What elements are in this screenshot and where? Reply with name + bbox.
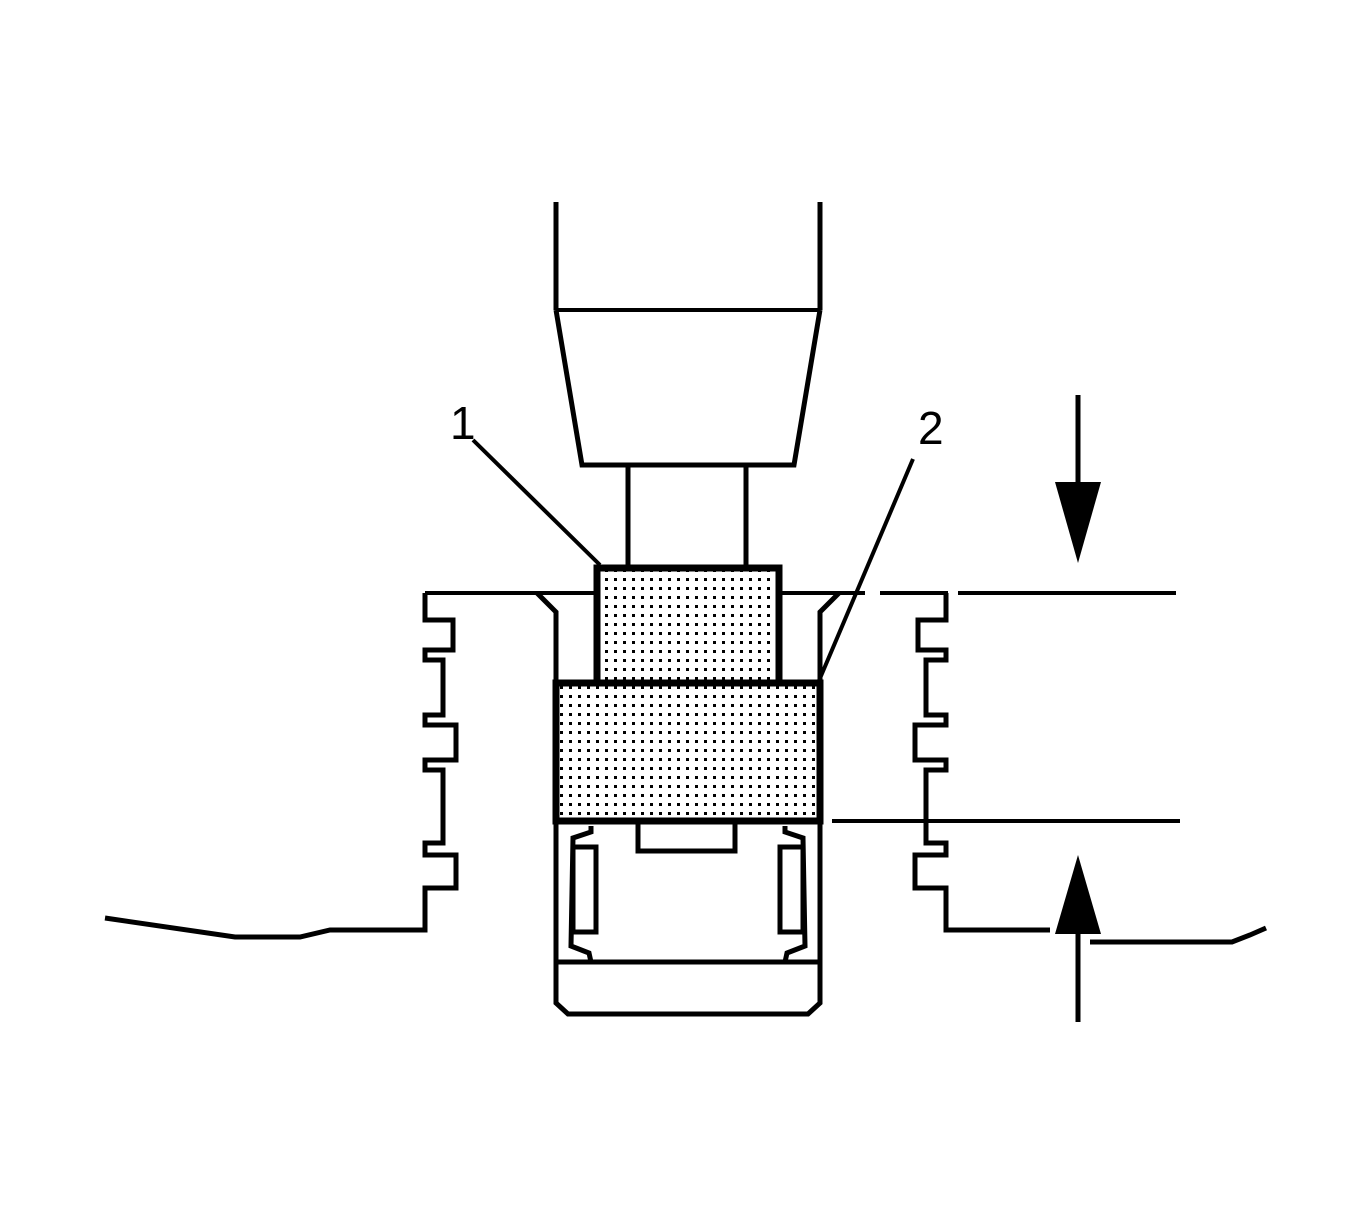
installer-lower-block (552, 679, 824, 825)
press-ram (553, 202, 823, 468)
callout-label-1: 1 (450, 397, 476, 449)
callout-label-2: 2 (918, 402, 944, 454)
bearing-assembly (556, 821, 820, 965)
installer-upper-block (593, 564, 783, 687)
installer-pilot (625, 465, 749, 568)
callout-1-leader (471, 438, 602, 567)
up-arrow-icon (1055, 855, 1101, 1022)
down-arrow-icon (1055, 395, 1101, 563)
callout-2-leader (816, 458, 915, 684)
